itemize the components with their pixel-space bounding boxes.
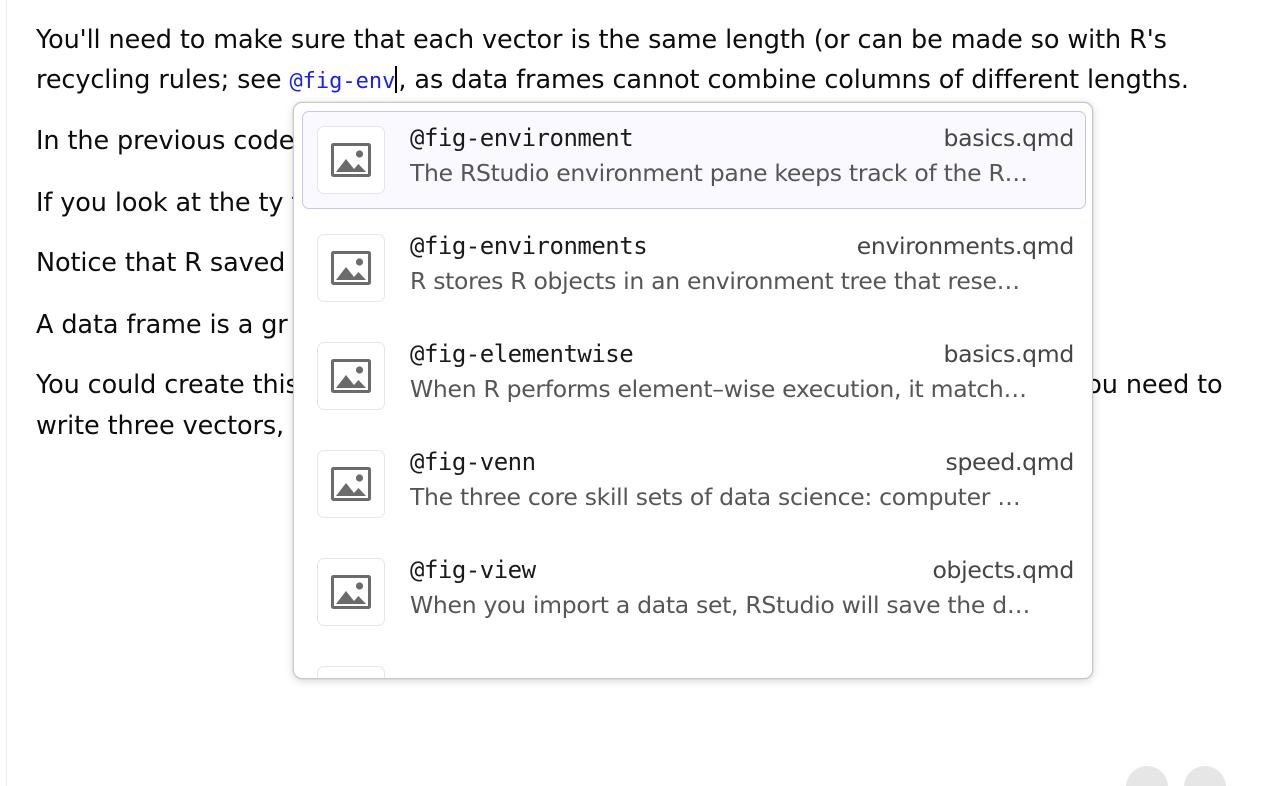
autocomplete-list[interactable]: @fig-environment basics.qmd The RStudio … [294, 103, 1092, 678]
pane-left-edge [6, 0, 7, 786]
autocomplete-item-file: speed.qmd [945, 448, 1075, 476]
autocomplete-item-description: When you import a data set, RStudio will… [410, 591, 1031, 619]
autocomplete-item-6[interactable] [302, 651, 1086, 678]
autocomplete-item-description: The RStudio environment pane keeps track… [410, 159, 1028, 187]
text-run: You'll need to make sure that each vecto… [36, 25, 1167, 95]
autocomplete-item-2[interactable]: @fig-environments environments.qmd R sto… [302, 219, 1086, 317]
autocomplete-item-body: @fig-venn speed.qmd The three core skill… [410, 448, 1074, 511]
autocomplete-item-description: The three core skill sets of data scienc… [410, 483, 1021, 511]
autocomplete-item-body: @fig-view objects.qmd When you import a … [410, 556, 1074, 619]
image-placeholder-icon [317, 450, 385, 518]
autocomplete-item-header: @fig-elementwise basics.qmd [410, 340, 1074, 368]
autocomplete-item-header: @fig-view objects.qmd [410, 556, 1074, 584]
image-placeholder-icon [317, 126, 385, 194]
autocomplete-item-header: @fig-environment basics.qmd [410, 124, 1074, 152]
autocomplete-item-description: R stores R objects in an environment tre… [410, 267, 1020, 295]
image-placeholder-icon [317, 666, 385, 678]
autocomplete-item-header: @fig-venn speed.qmd [410, 448, 1074, 476]
autocomplete-item-5[interactable]: @fig-view objects.qmd When you import a … [302, 543, 1086, 641]
image-placeholder-icon [317, 234, 385, 302]
autocomplete-item-body: @fig-environments environments.qmd R sto… [410, 232, 1074, 295]
autocomplete-item-title: @fig-venn [410, 448, 536, 476]
floating-action-button-left[interactable] [1126, 766, 1168, 786]
text-caret [395, 65, 398, 93]
autocomplete-item-file: objects.qmd [932, 556, 1074, 584]
text-run: In the previous code [36, 126, 303, 156]
image-placeholder-icon [317, 342, 385, 410]
autocomplete-item-title: @fig-view [410, 556, 536, 584]
autocomplete-item-file: basics.qmd [943, 340, 1075, 368]
autocomplete-item-3[interactable]: @fig-elementwise basics.qmd When R perfo… [302, 327, 1086, 425]
autocomplete-item-body: @fig-elementwise basics.qmd When R perfo… [410, 340, 1074, 403]
crossref-token[interactable]: @fig-env [289, 68, 396, 94]
image-placeholder-icon [317, 558, 385, 626]
autocomplete-item-title: @fig-elementwise [410, 340, 634, 368]
autocomplete-item-body: @fig-environment basics.qmd The RStudio … [410, 124, 1074, 187]
autocomplete-item-1[interactable]: @fig-environment basics.qmd The RStudio … [302, 111, 1086, 209]
crossref-autocomplete-popup[interactable]: @fig-environment basics.qmd The RStudio … [293, 102, 1093, 679]
floating-action-button-right[interactable] [1184, 766, 1226, 786]
autocomplete-item-file: basics.qmd [943, 124, 1075, 152]
autocomplete-item-description: When R performs element–wise execution, … [410, 375, 1027, 403]
autocomplete-item-header: @fig-environments environments.qmd [410, 232, 1074, 260]
text-run: , as data frames cannot combine columns … [398, 64, 1189, 95]
autocomplete-item-4[interactable]: @fig-venn speed.qmd The three core skill… [302, 435, 1086, 533]
autocomplete-item-title: @fig-environment [410, 124, 634, 152]
paragraph-1: You'll need to make sure that each vecto… [36, 21, 1236, 101]
autocomplete-item-title: @fig-environments [410, 232, 648, 260]
autocomplete-item-file: environments.qmd [856, 232, 1075, 260]
